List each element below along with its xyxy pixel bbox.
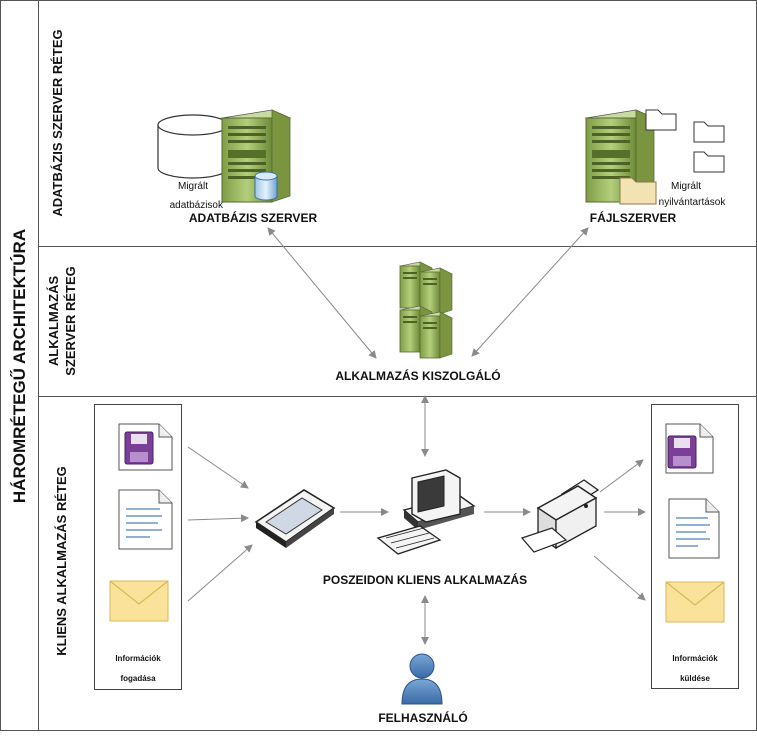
note-migrated-db-line1: Migrált xyxy=(178,181,208,192)
label-app-server: ALKALMAZÁS KISZOLGÁLÓ xyxy=(335,368,500,383)
layer-label-client: KLIENS ALKALMAZÁS RÉTEG xyxy=(54,466,69,655)
diagram-title: HÁROMRÉTEGŰ ARCHITEKTÚRA xyxy=(10,229,29,503)
arrow-document-scanner xyxy=(187,514,249,523)
folder-icon-3 xyxy=(693,151,725,173)
database-cylinder-icon xyxy=(157,114,229,179)
floppy-document-icon-send xyxy=(665,423,714,474)
label-file-server: FÁJLSZERVER xyxy=(590,210,677,225)
layer-label-database: ADATBÁZIS SZERVER RÉTEG xyxy=(50,29,65,216)
text-document-icon-send xyxy=(668,498,720,559)
arrow-envelope-scanner xyxy=(187,544,253,602)
arrow-db-app xyxy=(267,227,377,359)
file-folder-icon xyxy=(619,177,657,205)
envelope-icon xyxy=(109,580,169,622)
arrow-printer-envelope xyxy=(593,555,646,601)
label-client-app: POSZEIDON KLIENS ALKALMAZÁS xyxy=(323,572,527,587)
arrow-file-app xyxy=(471,227,589,357)
small-database-icon xyxy=(254,171,278,201)
send-label-line2: küldése xyxy=(680,674,710,683)
label-db-server: ADATBÁZIS SZERVER xyxy=(189,210,318,225)
layer-label-app-line1: ALKALMAZÁS xyxy=(46,276,61,367)
arrow-floppy-scanner xyxy=(187,446,249,489)
printer-icon xyxy=(520,479,600,553)
layer-label-app-line2: SZERVER RÉTEG xyxy=(63,266,78,376)
note-migrated-rec-line2: nyilvántartások xyxy=(659,197,727,208)
user-icon xyxy=(401,653,443,705)
folder-icon-1 xyxy=(645,109,677,131)
arrow-printer-floppy xyxy=(599,459,644,493)
note-migrated-rec-line1: Migrált xyxy=(671,181,701,192)
note-migrated-db-line2: adatbázisok xyxy=(170,200,224,211)
scanner-icon xyxy=(254,489,336,548)
receive-label-line1: Információk xyxy=(115,654,161,663)
label-user: FELHASZNÁLÓ xyxy=(378,710,467,725)
db-server-icon xyxy=(220,109,292,203)
text-document-icon xyxy=(118,489,173,550)
envelope-icon-send xyxy=(665,581,725,623)
receive-label-line2: fogadása xyxy=(120,674,156,683)
computer-icon xyxy=(376,469,476,555)
app-server-cluster-icon xyxy=(399,261,453,359)
floppy-document-icon xyxy=(118,423,173,471)
send-label-line1: Információk xyxy=(672,654,718,663)
folder-icon-2 xyxy=(693,121,725,143)
